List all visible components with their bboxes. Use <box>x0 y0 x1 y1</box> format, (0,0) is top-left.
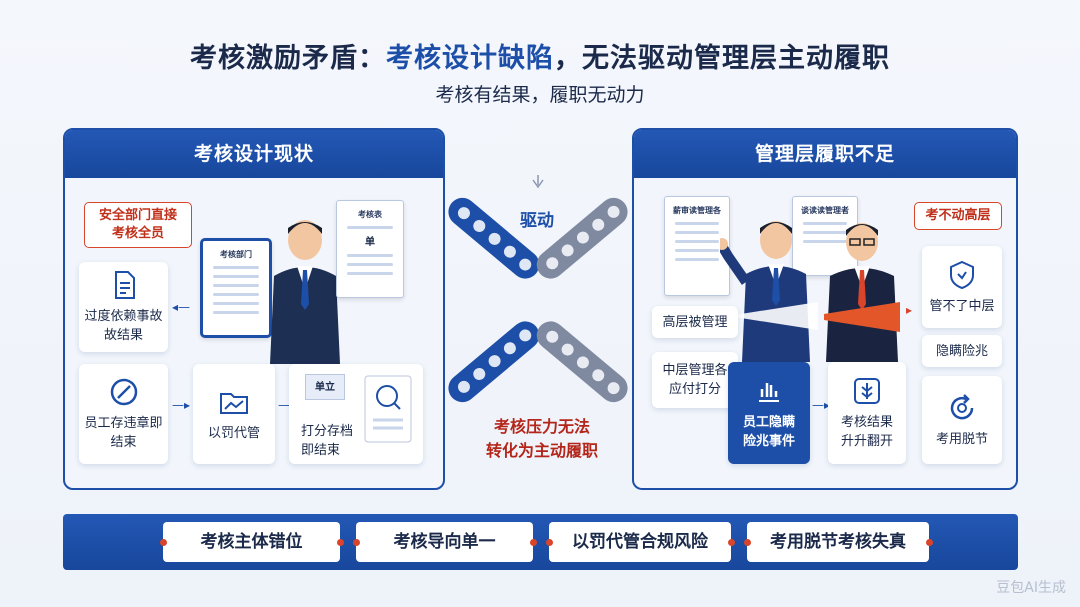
connector-dot <box>546 539 553 546</box>
connector-dot <box>728 539 735 546</box>
form-line <box>347 254 393 257</box>
results-rise-card: 考核结果 升升翻开 <box>828 362 906 464</box>
violation-end-label: 员工存违章即 结束 <box>84 416 163 450</box>
clipboard-line <box>213 275 259 278</box>
title-accent: 考核设计缺陷 <box>386 43 554 74</box>
drive-label: 驱动 <box>520 211 554 231</box>
cant-manage-middle-label: 管不了中层 <box>929 298 995 314</box>
connector-dot <box>337 539 344 546</box>
conceal-label: 隐瞒险兆 <box>935 343 988 359</box>
penalty-card: 以罚代管 <box>193 364 275 464</box>
connector-dot <box>353 539 360 546</box>
arrow-right-icon: ▸ <box>906 303 913 317</box>
connector-dot <box>744 539 751 546</box>
watermark: 豆包AI生成 <box>996 580 1066 596</box>
no-violation-icon <box>110 378 137 406</box>
summary-item: 考核导向单一 <box>356 522 533 562</box>
mgmt-doc-1: 薪审读管理各 <box>664 196 730 296</box>
safety-dept-callout: 安全部门直接 考核全员 <box>84 202 192 248</box>
form-line <box>347 272 393 275</box>
accident-reliance-card: 过度依赖事故 故结果 <box>79 262 168 352</box>
summary-item: 考核主体错位 <box>163 522 340 562</box>
folder-icon <box>220 392 248 414</box>
connector-dot <box>530 539 537 546</box>
arrow-left-icon: ◂— <box>172 300 191 314</box>
doc-line <box>675 222 719 225</box>
summary-item: 以罚代管合规风险 <box>549 522 731 562</box>
doc-line <box>675 258 719 261</box>
summary-item: 考用脱节考核失真 <box>747 522 929 562</box>
wheat-icon <box>854 378 880 404</box>
management-duty-header: 管理层履职不足 <box>634 130 1016 178</box>
clipboard-line <box>213 293 259 296</box>
archive-end-card: 单立 打分存档 即结束 <box>289 364 423 464</box>
decoupled-label: 考用脱节 <box>935 431 988 447</box>
clipboard-line <box>213 284 259 287</box>
senior-managed-label: 高层被管理 <box>662 314 728 330</box>
results-rise-label: 考核结果 升升翻开 <box>840 415 893 449</box>
chain-connector <box>448 175 628 403</box>
conceal-card: 隐瞒险兆 <box>922 335 1002 367</box>
managers-figure <box>720 221 898 362</box>
accident-reliance-label: 过度依赖事故 故结果 <box>84 309 163 343</box>
arrow-right-icon: —▸ <box>812 398 831 412</box>
employee-conceal-card: 员工隐瞒 险兆事件 <box>728 362 810 464</box>
cant-manage-middle-card: 管不了中层 <box>922 246 1002 328</box>
archive-end-label: 打分存档 即结束 <box>301 424 354 458</box>
summary-bar: 考核主体错位 考核导向单一 以罚代管合规风险 考用脱节考核失真 <box>63 514 1018 570</box>
mgmt-doc-2-title: 谈读读管理者 <box>801 206 849 215</box>
employee-conceal-label: 员工隐瞒 险兆事件 <box>742 415 795 449</box>
doc-line <box>803 222 847 225</box>
clipboard-line <box>213 302 259 305</box>
connector-dot <box>160 539 167 546</box>
doc-line <box>675 231 719 234</box>
senior-managed-card: 高层被管理 <box>652 306 738 338</box>
doc-line <box>675 249 719 252</box>
pressure-text: 考核压力无法 转化为主动履职 <box>485 417 598 460</box>
form-line <box>347 263 393 266</box>
businessman-figure <box>270 220 340 364</box>
clipboard-line <box>213 266 259 269</box>
archive-tag: 单立 <box>305 374 345 400</box>
penalty-label: 以罚代管 <box>207 425 260 441</box>
form-tag: 单 <box>365 237 375 248</box>
clipboard-doc: 考核部门 <box>200 238 272 338</box>
pressure-wedge <box>728 302 900 332</box>
page-title: 考核激励矛盾：考核设计缺陷，无法驱动管理层主动履职 <box>0 36 1080 75</box>
cannot-assess-senior-callout: 考不动高层 <box>914 202 1002 230</box>
title-rest: ，无法驱动管理层主动履职 <box>554 43 890 74</box>
signal-bars-icon <box>759 383 779 402</box>
clipboard-line <box>213 311 259 314</box>
decoupled-card: 考用脱节 <box>922 376 1002 464</box>
doc-line <box>675 240 719 243</box>
mgmt-doc-1-title: 薪审读管理各 <box>673 206 721 215</box>
arrow-right-icon: —▸ <box>172 398 191 412</box>
shield-icon <box>950 260 974 289</box>
title-main: 考核激励矛盾： <box>190 43 386 74</box>
assessment-form-doc: 考核表 单 <box>336 200 404 298</box>
doc-line <box>803 231 847 234</box>
form-line <box>347 226 393 229</box>
doc-line <box>803 240 847 243</box>
middle-mgmt-label: 中层管理各 应付打分 <box>662 363 728 397</box>
connector-dot <box>926 539 933 546</box>
violation-end-card: 员工存违章即 结束 <box>79 364 168 464</box>
document-icon <box>114 271 135 299</box>
clipboard-title: 考核部门 <box>220 250 252 259</box>
middle-mgmt-card: 中层管理各 应付打分 <box>652 352 738 408</box>
cycle-icon <box>950 393 974 419</box>
page-subtitle: 考核有结果，履职无动力 <box>435 84 645 106</box>
assessment-design-header: 考核设计现状 <box>65 130 443 178</box>
form-title: 考核表 <box>358 210 382 219</box>
search-doc-icon <box>364 375 412 443</box>
